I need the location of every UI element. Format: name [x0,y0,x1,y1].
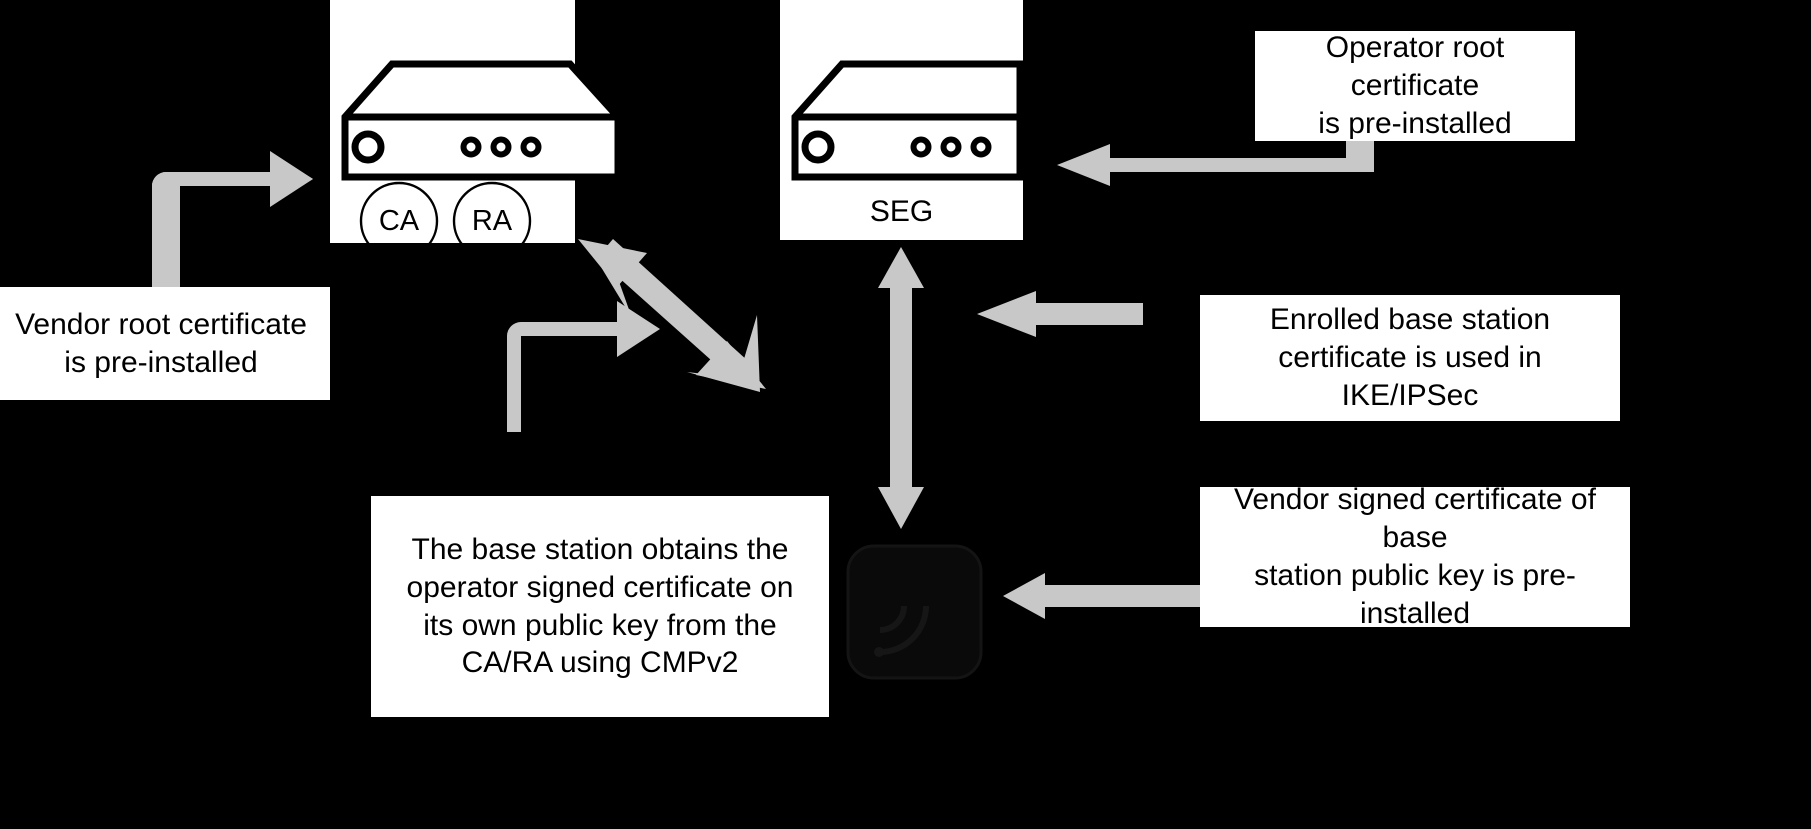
note-line: Vendor root certificate [15,307,307,341]
arrow-cmpv2-note-to-link [507,301,660,432]
ra-label: RA [471,205,513,237]
arrow-enrolled-cert-to-link [977,291,1143,337]
seg-device-label: SEG [869,195,934,228]
note-line: CA/RA using CMPv2 [461,646,739,680]
note-line: operator signed certificate on [406,570,794,604]
note-vendor-root-certificate: Vendor root certificate is pre-installed [0,287,330,400]
note-line: The base station obtains the [411,532,789,566]
arrow-seg-to-antenna-vertical [878,247,924,529]
arrow-operator-root-to-seg [1057,140,1374,186]
note-operator-root-certificate: Operator root certificate is pre-install… [1255,31,1575,141]
note-enrolled-base-station-certificate: Enrolled base station certificate is use… [1200,295,1620,421]
note-line: is pre-installed [1318,106,1512,140]
base-station-antenna-shape [846,544,983,680]
note-line: Operator root certificate [1325,31,1505,103]
note-base-station-cmpv2: The base station obtains the operator si… [371,496,829,717]
note-line: station public key is pre-installed [1254,559,1576,630]
note-vendor-signed-certificate: Vendor signed certificate of base statio… [1200,483,1630,630]
note-line: Enrolled base station [1269,303,1551,337]
arrow-vendor-signed-cert-to-antenna [1003,500,1225,619]
arrow-base-station-to-seg-diagonal [578,239,766,392]
note-line: is pre-installed [64,345,258,379]
arrow-vendor-root-to-base-station [152,151,313,300]
note-line: certificate is used in IKE/IPSec [1278,341,1542,412]
ca-label: CA [378,205,420,237]
note-line: its own public key from the [423,608,777,642]
note-line: Vendor signed certificate of base [1234,483,1596,555]
